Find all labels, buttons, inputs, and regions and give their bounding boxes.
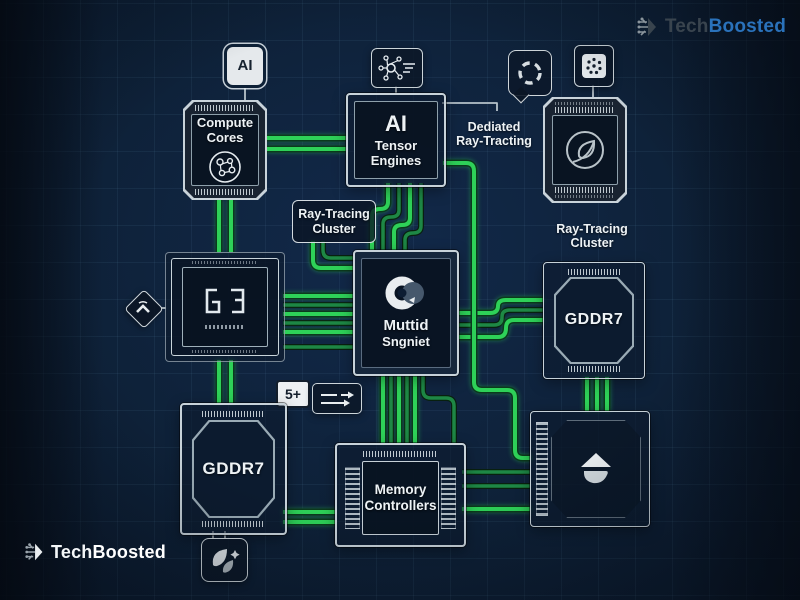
molecule-icon — [209, 151, 241, 184]
chip-panel: Memory Controllers — [362, 461, 439, 535]
chip-frame: GDDR7 — [554, 277, 634, 364]
ai-tensor-engines-chip: AI Tensor Engines — [346, 93, 446, 187]
chip-panel: Muttid Sngniet — [361, 258, 451, 368]
five-plus-label: 5+ — [285, 385, 301, 402]
chevron-diamond-icon — [136, 300, 150, 313]
chip-panel — [552, 115, 618, 185]
pin-strip — [345, 467, 360, 529]
leaf-circle-icon — [566, 131, 604, 169]
diamond-icon — [581, 453, 611, 484]
pin-strip — [555, 187, 615, 193]
diamond-chip — [530, 411, 650, 527]
rtc-box-label-2: Cluster — [312, 221, 356, 236]
pin-strip — [202, 411, 265, 417]
pin-strip — [441, 467, 456, 529]
ray-tracing-cluster-right-label: Ray-Tracing Cluster — [540, 222, 644, 251]
pin-strip — [555, 102, 615, 105]
eco-leaves-icon — [212, 549, 240, 573]
ai-chip-badge: AI — [227, 47, 263, 85]
compute-cores-chip: Compute Cores — [183, 100, 267, 200]
brand-part-1: Tech — [664, 16, 709, 37]
gddr7-right-label: GDDR7 — [564, 311, 624, 329]
pin-strip — [192, 350, 258, 353]
segment-strip — [205, 324, 245, 329]
compute-cores-label-2: Cores — [206, 129, 244, 145]
ray-tracing-cluster-box: Ray-Tracing Cluster — [292, 200, 376, 243]
brand-part-1: Tech — [51, 541, 93, 562]
pin-strip — [202, 521, 265, 527]
chip-panel: AI Tensor Engines — [354, 101, 438, 179]
pin-strip — [195, 189, 255, 195]
rtc-right-label-2: Cluster — [570, 236, 614, 251]
gddr7-left-label: GDDR7 — [202, 459, 265, 479]
gddr7-left-chip: GDDR7 — [180, 403, 287, 535]
transfer-arrows-badge — [312, 383, 362, 414]
memory-label-1: Memory — [374, 482, 427, 498]
chip-panel: GDDR7 — [556, 279, 632, 362]
brand-logo-top-right: TechBoosted — [636, 14, 786, 40]
dedicated-ray-tracing-label: Dediated Ray-Tracting — [438, 120, 550, 149]
pin-strip — [363, 451, 438, 457]
tensor-sub-1: Tensor — [374, 138, 418, 154]
circuit-logo-icon — [637, 17, 656, 36]
eco-leaves-badge — [201, 538, 248, 582]
pin-strip — [192, 261, 258, 264]
speech-bubble — [508, 50, 552, 104]
brand-part-2: Boosted — [92, 541, 166, 562]
gddr7-right-chip: GDDR7 — [543, 262, 645, 379]
chip-panel: GDDR7 — [194, 422, 273, 516]
dedicated-label-2: Ray-Tracting — [456, 134, 532, 149]
transfer-arrows-icon — [321, 391, 354, 407]
left-cache-chip — [165, 252, 285, 362]
brand-logo-bottom-left: TechBoosted — [24, 540, 166, 564]
compute-cores-label-1: Compute — [196, 114, 254, 130]
leaf-chip — [543, 97, 627, 203]
pin-strip — [555, 107, 615, 113]
tensor-sub-2: Engines — [370, 153, 422, 169]
neural-network-badge — [371, 48, 423, 88]
chip-panel: Compute Cores — [191, 114, 259, 186]
chip-frame: GDDR7 — [192, 420, 275, 518]
brand-part-2: Boosted — [708, 16, 786, 37]
tensor-title: AI — [385, 110, 407, 136]
center-chip-label-1: Muttid — [383, 317, 429, 335]
pin-strip — [568, 269, 620, 275]
processor-dots-icon — [582, 54, 606, 78]
rtc-right-label-1: Ray-Tracing — [556, 222, 628, 236]
dashed-circle-chat-icon — [518, 61, 542, 85]
neural-network-icon — [378, 55, 415, 81]
dedicated-label-1: Dediated — [467, 120, 521, 134]
pin-strip — [536, 422, 548, 516]
chip-panel — [182, 267, 268, 347]
chip-panel — [551, 420, 641, 518]
circuit-logo-icon — [25, 543, 43, 561]
ai-badge-label: AI — [237, 57, 253, 75]
memory-controllers-chip: Memory Controllers — [335, 443, 466, 547]
pin-strip — [568, 366, 620, 372]
memory-label-2: Controllers — [364, 498, 437, 513]
center-chip-label-2: Sngniet — [382, 333, 430, 349]
pin-strip — [195, 105, 255, 111]
pin-strip — [555, 195, 615, 198]
center-processor-chip: Muttid Sngniet — [353, 250, 459, 376]
rtc-box-label-1: Ray-Tracing — [298, 207, 370, 222]
bracket-glyphs-icon — [205, 288, 245, 313]
processor-dots-badge — [574, 45, 614, 87]
donut-shutter-icon — [385, 276, 424, 310]
